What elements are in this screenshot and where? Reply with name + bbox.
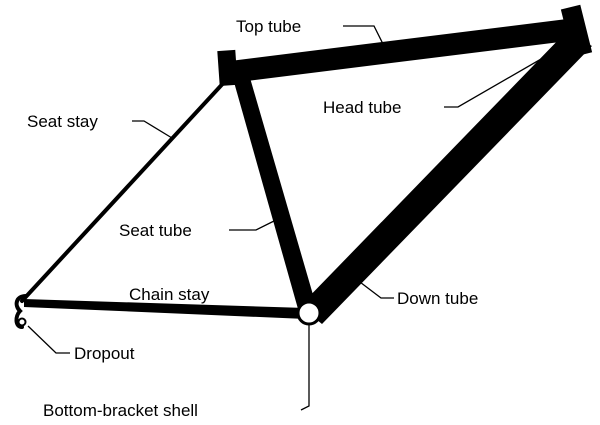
leader-top-tube bbox=[343, 25, 384, 45]
head-tube bbox=[560, 4, 593, 58]
seat-post-top bbox=[217, 49, 238, 87]
top-tube bbox=[230, 18, 576, 83]
label-down-tube: Down tube bbox=[397, 289, 478, 308]
label-head-tube: Head tube bbox=[323, 98, 401, 117]
label-dropout: Dropout bbox=[74, 344, 135, 363]
leader-seat-stay bbox=[132, 120, 173, 139]
label-seat-stay: Seat stay bbox=[27, 112, 98, 131]
seat-stay bbox=[20, 76, 230, 303]
bottom-bracket-shell bbox=[296, 300, 322, 326]
seat-tube bbox=[232, 71, 318, 316]
label-chain-stay: Chain stay bbox=[129, 285, 210, 304]
frame bbox=[14, 4, 593, 329]
label-top-tube: Top tube bbox=[236, 17, 301, 36]
leader-bottom-bracket bbox=[300, 325, 310, 411]
dropout-piece bbox=[14, 294, 28, 329]
chain-stay bbox=[24, 299, 306, 319]
down-tube bbox=[300, 32, 592, 324]
leader-seat-tube bbox=[229, 219, 277, 231]
leader-lines bbox=[27, 25, 575, 411]
leader-dropout bbox=[27, 325, 70, 354]
label-seat-tube: Seat tube bbox=[119, 221, 192, 240]
label-bottom-bracket-shell: Bottom-bracket shell bbox=[43, 401, 198, 420]
labels: Top tube Head tube Seat stay Seat tube C… bbox=[27, 17, 478, 420]
leader-head-tube bbox=[444, 39, 575, 108]
leader-down-tube bbox=[351, 275, 394, 299]
